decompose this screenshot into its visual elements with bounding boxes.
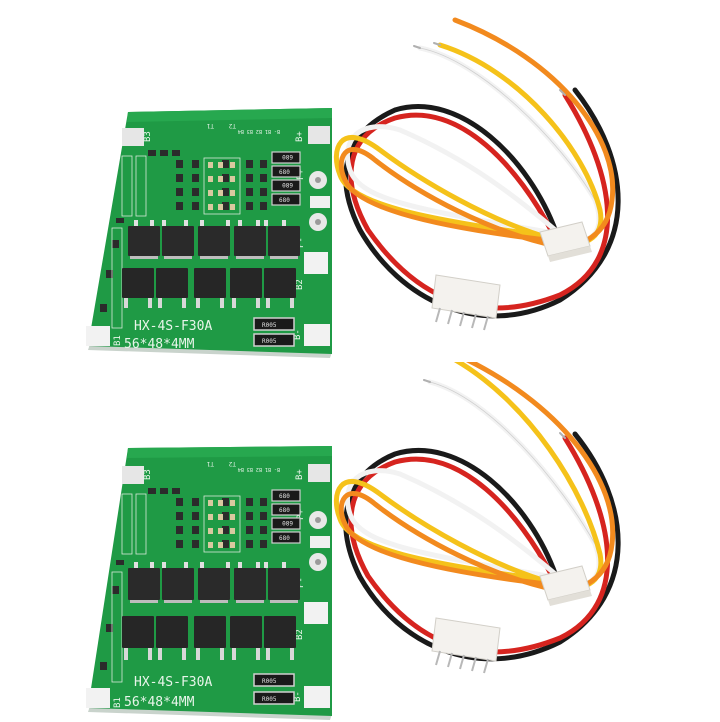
pad-b3 bbox=[122, 466, 144, 484]
tan-capacitors bbox=[208, 500, 235, 548]
balance-resistors: 680 680 680 680 bbox=[271, 151, 301, 206]
pin-header-connector bbox=[431, 274, 501, 331]
label-b2: B2 bbox=[295, 629, 305, 640]
svg-text:R005: R005 bbox=[262, 678, 277, 685]
label-t1: T1 bbox=[206, 460, 214, 467]
label-p-minus: P- bbox=[296, 237, 306, 248]
svg-text:R005: R005 bbox=[262, 322, 277, 329]
svg-text:680: 680 bbox=[279, 507, 290, 514]
model-label: HX-4S-F30A bbox=[134, 675, 212, 690]
bms-photo: B3 B+ P+ P- B2 B- B1 T2 T1 B- B1 B2 B3 B… bbox=[86, 362, 621, 720]
shunt-resistors: R005 R005 bbox=[253, 317, 295, 347]
svg-text:680: 680 bbox=[279, 493, 290, 500]
label-b1: B1 bbox=[113, 697, 123, 708]
mosfet-row-lower bbox=[122, 268, 296, 308]
label-p-plus: P+ bbox=[296, 509, 306, 520]
bms-photo: B3 B+ P+ P- B2 B- B1 T2 T1 B- B1 B2 B3 B… bbox=[86, 17, 621, 358]
label-t2: T2 bbox=[228, 460, 236, 467]
label-b1: B1 bbox=[113, 335, 123, 346]
label-b2: B2 bbox=[295, 279, 305, 290]
wire-red bbox=[348, 92, 611, 311]
label-t1: T1 bbox=[206, 122, 214, 129]
wire-orange bbox=[338, 362, 616, 593]
bms-board: B3 B+ P+ P- B2 B- B1 T2 T1 B- B1 B2 B3 B… bbox=[86, 108, 332, 358]
smd-components bbox=[100, 150, 267, 312]
wire-white bbox=[344, 45, 602, 243]
pad-b1 bbox=[86, 688, 110, 708]
tan-capacitors bbox=[208, 162, 235, 210]
balance-resistors: 680 680 680 680 bbox=[271, 489, 301, 544]
label-balance-pins: B- B1 B2 B3 B4 bbox=[238, 128, 280, 134]
svg-text:R005: R005 bbox=[262, 338, 277, 345]
label-b3: B3 bbox=[143, 131, 153, 142]
product-set-1: B3 B+ P+ P- B2 B- B1 T2 T1 B- B1 B2 B3 B… bbox=[0, 0, 720, 360]
pad-b-minus bbox=[304, 686, 330, 708]
housing-connector bbox=[539, 565, 592, 606]
pad-b2 bbox=[304, 252, 328, 274]
smd-outlines bbox=[111, 493, 241, 683]
bms-board: B3 B+ P+ P- B2 B- B1 T2 T1 B- B1 B2 B3 B… bbox=[86, 446, 332, 720]
shunt-resistors: R005 R005 bbox=[253, 673, 295, 705]
svg-text:680: 680 bbox=[282, 153, 293, 160]
svg-text:680: 680 bbox=[282, 519, 293, 526]
svg-text:680: 680 bbox=[279, 197, 290, 204]
label-b-plus: B+ bbox=[295, 469, 305, 480]
mosfet-row-upper bbox=[128, 220, 300, 259]
svg-text:680: 680 bbox=[279, 535, 290, 542]
mosfet-row-upper bbox=[128, 562, 300, 603]
svg-text:680: 680 bbox=[282, 181, 293, 188]
dimensions-label: 56*48*4MM bbox=[124, 337, 195, 352]
model-label: HX-4S-F30A bbox=[134, 319, 212, 334]
svg-text:R005: R005 bbox=[262, 696, 277, 703]
pad-b-plus bbox=[308, 464, 330, 482]
wire-harness bbox=[333, 362, 621, 662]
pad-b1 bbox=[86, 326, 110, 346]
pin-header-connector bbox=[431, 617, 501, 674]
smd-components bbox=[100, 488, 267, 670]
housing-connector bbox=[539, 221, 592, 262]
label-b-plus: B+ bbox=[295, 131, 305, 142]
wire-black bbox=[343, 87, 621, 319]
label-p-minus: P- bbox=[296, 577, 306, 588]
pad-b-minus bbox=[304, 324, 330, 346]
svg-text:680: 680 bbox=[279, 169, 290, 176]
label-b-minus: B- bbox=[293, 691, 303, 702]
mosfet-row-lower bbox=[122, 616, 296, 660]
pad-b-plus bbox=[308, 126, 330, 144]
label-b3: B3 bbox=[143, 469, 153, 480]
product-set-2: B3 B+ P+ P- B2 B- B1 T2 T1 B- B1 B2 B3 B… bbox=[0, 362, 720, 722]
pad-b3 bbox=[122, 128, 144, 146]
dimensions-label: 56*48*4MM bbox=[124, 695, 195, 710]
wire-harness bbox=[333, 17, 621, 319]
smd-outlines bbox=[111, 155, 241, 329]
label-p-plus: P+ bbox=[296, 169, 306, 180]
wire-orange bbox=[338, 17, 616, 249]
wire-black bbox=[343, 431, 621, 662]
label-b-minus: B- bbox=[293, 329, 303, 340]
wire-red bbox=[348, 435, 611, 655]
label-t2: T2 bbox=[228, 122, 236, 129]
label-balance-pins: B- B1 B2 B3 B4 bbox=[238, 466, 280, 472]
pad-b2 bbox=[304, 602, 328, 624]
